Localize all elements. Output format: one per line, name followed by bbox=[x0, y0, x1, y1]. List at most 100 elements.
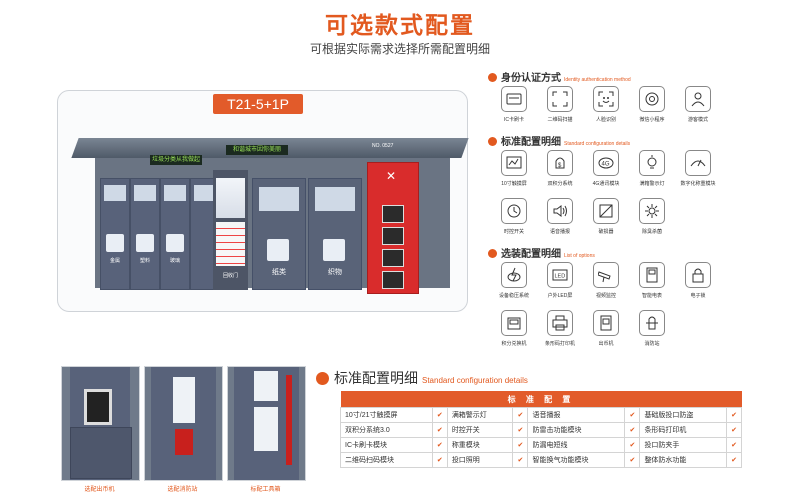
config-item-label: 设备稳压系统 bbox=[498, 293, 529, 299]
config-item: 出币机 bbox=[582, 310, 630, 347]
led-text: LED bbox=[555, 274, 566, 280]
sterilize-icon bbox=[639, 198, 665, 224]
config-item: 条形码打印机 bbox=[536, 310, 584, 347]
led-banner-left: 垃圾分类从我做起 bbox=[150, 155, 202, 165]
ic-card-icon bbox=[501, 86, 527, 112]
big-door-label: 织物 bbox=[328, 269, 342, 276]
config-item: 除臭杀菌 bbox=[628, 198, 676, 235]
table-cell: 语音播报 bbox=[527, 407, 626, 423]
table-cell: 防雷击功能模块 bbox=[527, 422, 626, 438]
config-item: 智能电表 bbox=[628, 262, 676, 299]
photo-coin-machine bbox=[61, 366, 140, 481]
config-item: 二维码扫描 bbox=[536, 86, 584, 123]
table-cell: 投口照明 bbox=[446, 452, 514, 468]
svg-text:4G: 4G bbox=[602, 162, 610, 168]
slot bbox=[382, 271, 404, 289]
slot bbox=[382, 249, 404, 267]
config-item: 时控开关 bbox=[490, 198, 538, 235]
bin-icon bbox=[166, 234, 184, 252]
config-item-label: 人脸识别 bbox=[595, 117, 616, 123]
config-item-label: 游客模式 bbox=[687, 117, 708, 123]
photo-caption: 选配出币机 bbox=[84, 487, 115, 493]
warning-light-icon bbox=[639, 150, 665, 176]
table-row: 双积分系统3.0✔ 时控开关✔ 防雷击功能模块✔ 条形码打印机✔ bbox=[340, 422, 742, 438]
config-item: 微信小程序 bbox=[628, 86, 676, 123]
big-door: 织物 bbox=[308, 178, 362, 290]
textile-icon bbox=[323, 239, 345, 261]
4g-icon: 4G bbox=[593, 150, 619, 176]
bin-label: 金属 bbox=[109, 258, 120, 264]
big-door-screen bbox=[259, 187, 299, 211]
photo-fire-station bbox=[144, 366, 223, 481]
page-title: 可选款式配置 bbox=[325, 12, 475, 38]
bin-screen bbox=[134, 185, 156, 201]
coin-icon bbox=[593, 310, 619, 336]
fire-extinguisher bbox=[175, 429, 193, 455]
config-item-label: 4G通讯模块 bbox=[592, 181, 620, 187]
config-item: 满箱警示灯 bbox=[628, 150, 676, 187]
bullet-dot bbox=[316, 372, 329, 385]
bin-icon bbox=[106, 234, 124, 252]
table-cell: 二维码扫码模块 bbox=[340, 452, 433, 468]
table-cell: 智能换气功能模块 bbox=[527, 452, 626, 468]
config-item-label: 出币机 bbox=[598, 341, 614, 347]
check-icon: ✔ bbox=[624, 407, 641, 423]
check-icon: ✔ bbox=[431, 452, 448, 468]
big-door-label: 纸类 bbox=[272, 269, 286, 276]
bin-label: 玻璃 bbox=[169, 258, 180, 264]
serial-number: NO. 0527 bbox=[372, 143, 394, 149]
kiosk-label: 回收门 bbox=[222, 273, 238, 279]
config-item: 数字化称重模块 bbox=[674, 150, 722, 187]
check-icon: ✔ bbox=[512, 407, 529, 423]
timer-icon bbox=[501, 198, 527, 224]
page-subtitle: 可根据实际需求选择所需配置明细 bbox=[309, 42, 490, 56]
config-item: 消防站 bbox=[628, 310, 676, 347]
photo-caption: 选配消防站 bbox=[167, 487, 198, 493]
table-cell: 满箱警示灯 bbox=[446, 407, 514, 423]
face-id-icon bbox=[593, 86, 619, 112]
config-item: 电子锁 bbox=[674, 262, 722, 299]
config-item-label: 条形码打印机 bbox=[544, 341, 575, 347]
lock-icon bbox=[685, 262, 711, 288]
config-item-label: 10寸触摸屏 bbox=[501, 181, 527, 187]
guest-icon bbox=[685, 86, 711, 112]
bin-door: 金属 bbox=[100, 178, 130, 290]
svg-text:$: $ bbox=[558, 163, 562, 169]
bin-icon bbox=[136, 234, 154, 252]
hazardous-bin: ✕ bbox=[367, 162, 419, 294]
kiosk-shelf bbox=[216, 222, 245, 266]
table-header: 标 准 配 置 bbox=[340, 391, 742, 408]
printer-icon bbox=[547, 310, 573, 336]
bin-door: 玻璃 bbox=[160, 178, 190, 290]
config-item-label: 视频监控 bbox=[595, 293, 616, 299]
config-item-label: 电子锁 bbox=[690, 293, 706, 299]
check-icon: ✔ bbox=[431, 437, 448, 453]
config-item-label: 时控开关 bbox=[503, 229, 524, 235]
check-icon: ✔ bbox=[726, 407, 742, 423]
config-item-label: 除臭杀菌 bbox=[641, 229, 662, 235]
config-item-label: 语音播报 bbox=[549, 229, 570, 235]
section-title-en: Identity authentication method bbox=[564, 77, 631, 83]
std-heading-en: Standard configuration details bbox=[422, 376, 528, 385]
config-item-label: 双积分系统 bbox=[547, 181, 573, 187]
section-title: 标准配置明细 bbox=[501, 137, 561, 148]
check-icon: ✔ bbox=[726, 422, 742, 438]
bin-label: 塑料 bbox=[139, 258, 150, 264]
bin-door: 塑料 bbox=[130, 178, 160, 290]
close-icon: ✕ bbox=[386, 169, 397, 183]
check-icon: ✔ bbox=[624, 422, 641, 438]
config-item: 积分兑换机 bbox=[490, 310, 538, 347]
config-item-label: IC卡刷卡 bbox=[503, 117, 524, 123]
config-item: $ 双积分系统 bbox=[536, 150, 584, 187]
config-item-label: 微信小程序 bbox=[639, 117, 665, 123]
paper-icon bbox=[267, 239, 289, 261]
table-cell: IC卡刷卡模块 bbox=[340, 437, 433, 453]
voltage-icon bbox=[501, 262, 527, 288]
bullet-dot bbox=[488, 249, 497, 258]
section-title: 选装配置明细 bbox=[501, 249, 561, 260]
config-item: IC卡刷卡 bbox=[490, 86, 538, 123]
check-icon: ✔ bbox=[431, 422, 448, 438]
config-item: 人脸识别 bbox=[582, 86, 630, 123]
config-item: LED 户外LED屏 bbox=[536, 262, 584, 299]
